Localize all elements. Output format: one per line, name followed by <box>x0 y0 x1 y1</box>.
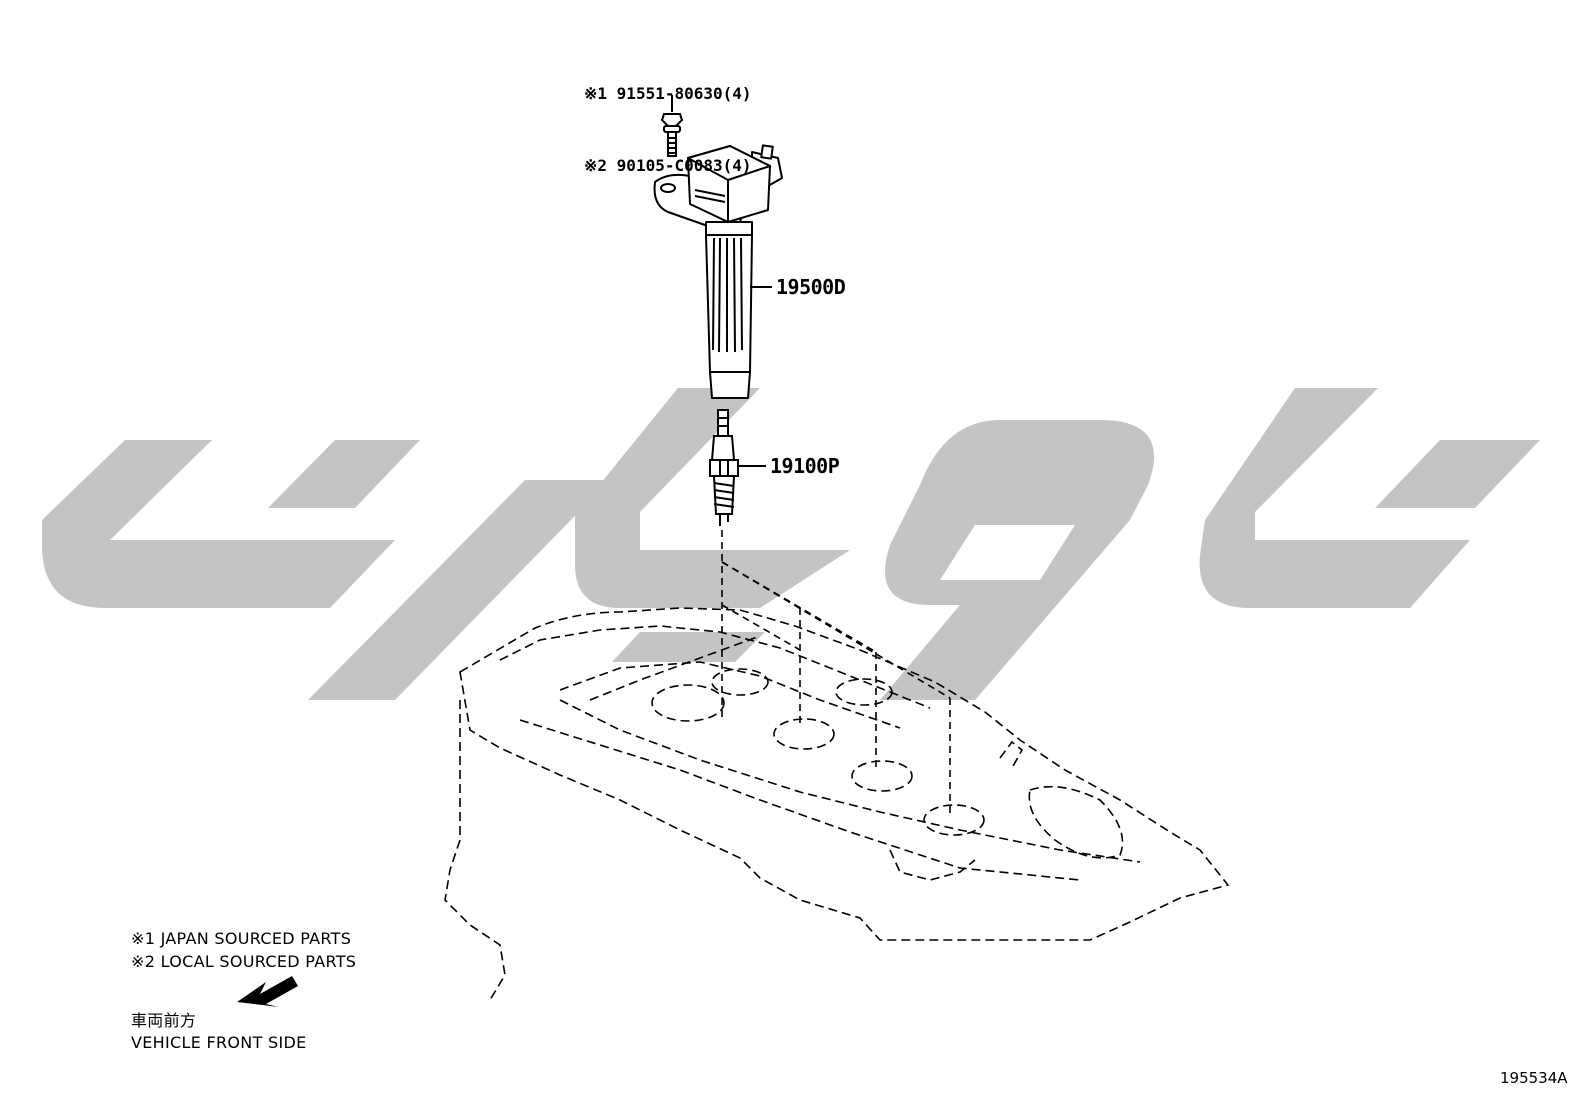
spark-plug-part <box>709 409 766 526</box>
vehicle-front-note: 車両前方 VEHICLE FRONT SIDE <box>131 1010 307 1054</box>
installation-lines <box>721 530 951 815</box>
spark-plug-label: 19100P <box>770 454 840 478</box>
legend-japan-sourced: ※1 JAPAN SOURCED PARTS <box>131 929 352 948</box>
engine-cylinder-head <box>444 607 1230 1001</box>
legend-local-sourced: ※2 LOCAL SOURCED PARTS <box>131 952 357 971</box>
front-label-japanese: 車両前方 <box>131 1011 197 1030</box>
bolt-callout: ※1 91551-80630(4) ※2 90105-C0083(4) <box>584 34 752 202</box>
front-direction-arrow-icon <box>237 976 298 1007</box>
watermark-logo <box>42 388 1540 700</box>
ignition-coil-label: 19500D <box>776 275 846 299</box>
bolt-part <box>660 95 684 157</box>
ignition-coil-part <box>653 144 783 399</box>
bolt-part-number-japan: ※1 91551-80630(4) <box>584 84 752 103</box>
front-label-english: VEHICLE FRONT SIDE <box>131 1033 307 1052</box>
bolt-part-number-local: ※2 90105-C0083(4) <box>584 156 752 175</box>
source-legend: ※1 JAPAN SOURCED PARTS ※2 LOCAL SOURCED … <box>131 927 356 973</box>
illustration-id: 195534A <box>1500 1069 1568 1087</box>
